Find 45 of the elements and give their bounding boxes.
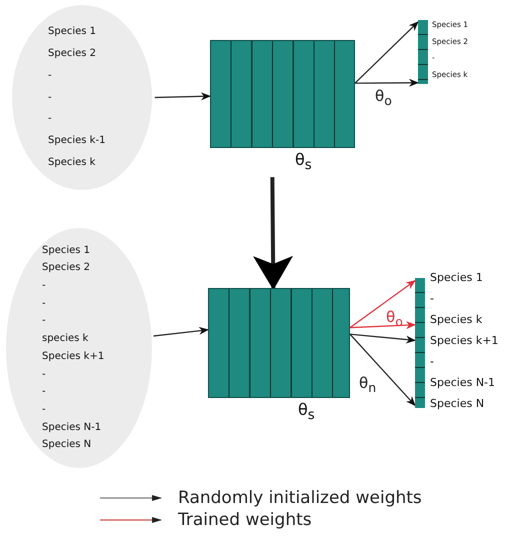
species-label: Species 1 (48, 26, 98, 37)
arrow (350, 321, 416, 330)
arrow (350, 334, 416, 344)
node-caption: Species k (430, 314, 482, 325)
arrow (350, 334, 416, 406)
network-layers (210, 40, 355, 148)
output-layer (415, 278, 425, 408)
species-label: Species k-1 (48, 136, 106, 146)
edge-label: θ$_{n}$ (359, 376, 376, 394)
legend-label: Randomly initialized weights (178, 488, 422, 508)
node-caption: - (430, 356, 434, 367)
species-label: Species N (42, 440, 92, 450)
species-label: Species 2 (48, 48, 98, 59)
species-label: Species 2 (42, 263, 92, 274)
species-label: - (48, 70, 53, 81)
species-label: - (48, 114, 53, 124)
species-label: Species 1 (42, 246, 92, 256)
legend-label: Trained weights (178, 510, 312, 530)
arrow (355, 78, 419, 87)
species-label: - (42, 387, 47, 398)
arrow (253, 177, 294, 290)
node-caption: Species k+1 (430, 335, 498, 346)
node-caption: θ$_{s}$ (298, 402, 315, 423)
species-label: - (48, 92, 53, 102)
output-layer (418, 20, 428, 84)
node-caption: Species 1 (430, 272, 483, 283)
species-label: - (42, 404, 47, 415)
arrow (354, 21, 419, 84)
species-label: Species k (48, 158, 96, 168)
node-caption: Species N (430, 398, 484, 409)
node-caption: - (430, 293, 434, 304)
species-label: Species N-1 (42, 422, 102, 433)
edge-label: θ$_{o}$ (375, 89, 392, 108)
species-label: Species k+1 (42, 352, 106, 362)
node-caption: Species N-1 (430, 377, 496, 388)
species-label: species k (42, 334, 90, 344)
species-label: - (42, 281, 47, 292)
arrow (153, 326, 209, 337)
node-caption: θ$_{s}$ (295, 152, 312, 173)
species-label: - (42, 298, 47, 309)
network-layers (208, 288, 350, 398)
arrow (350, 280, 416, 328)
species-label: - (42, 370, 47, 380)
species-label: - (42, 316, 47, 326)
arrow (154, 92, 211, 100)
